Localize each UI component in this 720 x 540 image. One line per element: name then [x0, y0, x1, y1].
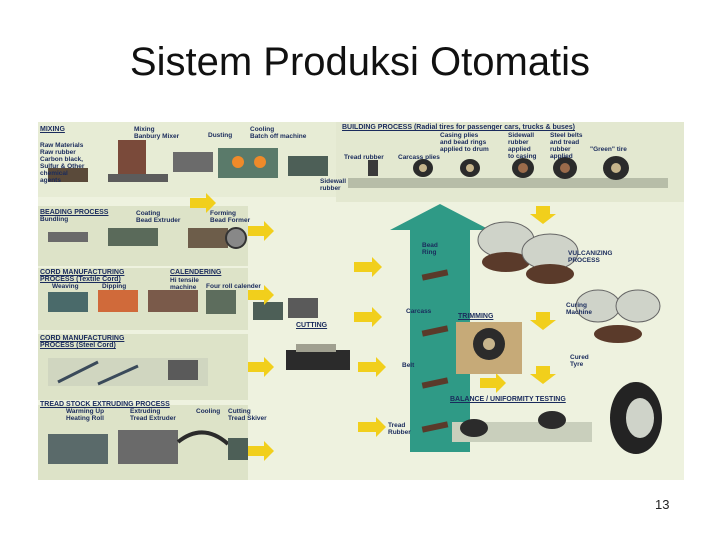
balance-testing-machines — [452, 411, 592, 442]
label-tread-rubber-arrow: Tread Rubber — [388, 422, 411, 436]
diagram-artwork — [38, 122, 684, 480]
beading-machines — [48, 227, 247, 249]
label-trimming: TRIMMING — [458, 313, 494, 320]
label-bead-extruder: Coating Bead Extruder — [136, 210, 181, 224]
label-carcass: Carcass — [406, 308, 432, 315]
label-cutting-skiver: Cutting Tread Skiver — [228, 408, 267, 422]
label-warming-up: Warming Up Heating Roll — [66, 408, 105, 422]
textile-cord-machines — [48, 290, 318, 320]
label-building-process: BUILDING PROCESS (Radial tires for passe… — [342, 124, 576, 131]
label-weaving: Weaving — [52, 283, 79, 290]
label-tread-stock: TREAD STOCK EXTRUDING PROCESS — [40, 401, 170, 408]
label-carcass-plies: Carcass plies — [398, 154, 440, 161]
label-bead-ring: Bead Ring — [422, 242, 438, 256]
label-dipping: Dipping — [102, 283, 127, 290]
building-conveyor — [348, 156, 668, 188]
tire-production-diagram: MIXING Mixing Banbury Mixer Dusting Cool… — [38, 122, 684, 480]
trimming-machine — [456, 322, 522, 374]
banbury-mixer — [48, 140, 328, 182]
label-bundling: Bundling — [40, 216, 69, 223]
label-sidewall-applied: Sidewall rubber applied to casing — [508, 132, 537, 160]
label-dusting: Dusting — [208, 132, 233, 139]
label-vulcanizing: VULCANIZING PROCESS — [568, 250, 613, 264]
tread-extruding-machines — [48, 430, 248, 464]
label-green-tire: "Green" tire — [590, 146, 627, 153]
steel-cord-machines — [48, 358, 208, 386]
finished-tire — [610, 382, 662, 454]
label-sidewall-rubber: Sidewall rubber — [320, 178, 347, 192]
label-four-roll: Four roll calender — [206, 283, 261, 290]
label-tread-rubber: Tread rubber — [344, 154, 384, 161]
vulcanizing-presses — [477, 221, 661, 343]
label-cooling-batch: Cooling Batch off machine — [250, 126, 307, 140]
label-cord-steel: CORD MANUFACTURING PROCESS (Steel Cord) — [40, 335, 125, 349]
label-belt: Belt — [402, 362, 415, 369]
label-curing-machine: Curing Machine — [566, 302, 593, 316]
label-bead-former: Forming Bead Former — [210, 210, 251, 224]
label-calendering: CALENDERING — [170, 269, 222, 276]
cutting-machine — [286, 344, 350, 370]
flow-arrows — [190, 193, 556, 461]
label-extruding: Extruding Tread Extruder — [130, 408, 176, 422]
label-raw-materials: Raw Materials Raw rubber Carbon black, S… — [40, 142, 85, 184]
label-cord-textile: CORD MANUFACTURING PROCESS (Textile Cord… — [40, 269, 125, 283]
label-balance-testing: BALANCE / UNIFORMITY TESTING — [450, 396, 566, 403]
label-cutting: CUTTING — [296, 322, 328, 329]
label-steel-belts: Steel belts and tread rubber applied — [550, 132, 583, 160]
label-cured-tyre: Cured Tyre — [570, 354, 589, 368]
slide-title: Sistem Produksi Otomatis — [129, 40, 591, 84]
page-number: 13 — [655, 497, 670, 512]
label-hi-tensile: Hi tensile machine — [170, 277, 199, 291]
label-mixing-banbury: Mixing Banbury Mixer — [134, 126, 180, 140]
label-casing-plies: Casing plies and bead rings applied to d… — [440, 132, 489, 153]
label-beading-process: BEADING PROCESS — [40, 209, 109, 216]
label-cooling: Cooling — [196, 408, 221, 415]
label-mixing: MIXING — [40, 126, 65, 133]
